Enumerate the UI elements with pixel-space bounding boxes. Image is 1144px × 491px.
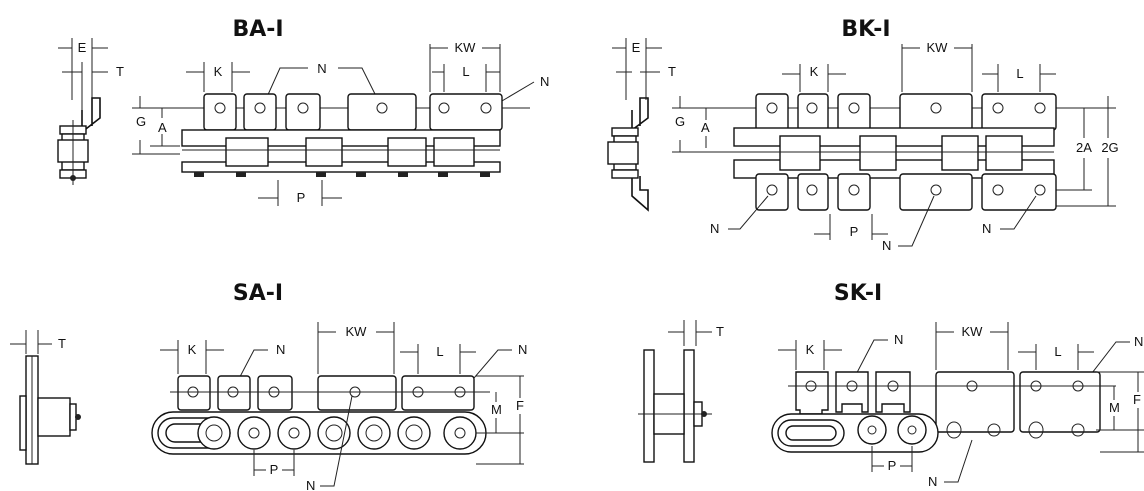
dim-label-l: L: [462, 64, 469, 79]
dim-label-a: A: [158, 120, 167, 135]
dim-label-k: K: [810, 64, 819, 79]
dim-label-f: F: [1133, 392, 1141, 407]
diagram-title-bk-1: BK-I: [841, 17, 890, 42]
dim-label-l: L: [1016, 66, 1023, 81]
dim-label-p: P: [297, 190, 306, 205]
diagram-title-sa-1: SA-I: [233, 281, 283, 306]
diagram-title-ba-1: BA-I: [232, 17, 283, 42]
dim-label-t: T: [668, 64, 676, 79]
dim-label-t: T: [58, 336, 66, 351]
ba-side-view: E T: [57, 38, 124, 185]
dim-label-kw: KW: [455, 40, 477, 55]
dim-label-a: A: [701, 120, 710, 135]
bk-front-view: K KW L G A 2A 2G: [672, 40, 1119, 253]
dim-label-k: K: [188, 342, 197, 357]
bk-side-view: E T: [607, 38, 676, 212]
dim-label-e: E: [78, 40, 87, 55]
callout-n-bottom: N: [928, 474, 937, 489]
callout-n-right: N: [518, 342, 527, 357]
dim-label-m: M: [491, 402, 502, 417]
dim-label-f: F: [516, 398, 524, 413]
dim-label-e: E: [632, 40, 641, 55]
callout-n: N: [276, 342, 285, 357]
callout-n: N: [894, 332, 903, 347]
callout-n-right: N: [982, 221, 991, 236]
dim-label-kw: KW: [346, 324, 368, 339]
dim-label-t: T: [116, 64, 124, 79]
callout-n-left: N: [710, 221, 719, 236]
dim-label-k: K: [806, 342, 815, 357]
dim-label-2g: 2G: [1101, 140, 1118, 155]
ba-front-view: K N KW L N G A: [132, 40, 549, 206]
diagram-sa-1: SA-I T K N KW L N: [10, 281, 527, 491]
callout-n: N: [317, 61, 326, 76]
callout-n-bottom: N: [306, 478, 315, 491]
dim-label-k: K: [214, 64, 223, 79]
dim-label-l: L: [436, 344, 443, 359]
dim-label-2a: 2A: [1076, 140, 1092, 155]
dim-label-l: L: [1054, 344, 1061, 359]
dim-label-g: G: [675, 114, 685, 129]
dim-label-kw: KW: [962, 324, 984, 339]
callout-n-right: N: [1134, 334, 1143, 349]
callout-n-right: N: [540, 74, 549, 89]
sk-side-view: T: [638, 320, 724, 463]
dim-label-p: P: [850, 224, 859, 239]
diagram-ba-1: BA-I E T K N: [57, 17, 549, 206]
dim-label-p: P: [888, 458, 897, 473]
diagram-bk-1: BK-I E T K KW L: [607, 17, 1119, 253]
dim-label-m: M: [1109, 400, 1120, 415]
sa-side-view: T: [10, 330, 81, 465]
dim-label-t: T: [716, 324, 724, 339]
callout-n-middle: N: [882, 238, 891, 253]
dim-label-kw: KW: [927, 40, 949, 55]
sk-front-view: K N KW L N: [771, 322, 1144, 489]
diagram-sk-1: SK-I T K N KW L N: [638, 281, 1144, 489]
dim-label-g: G: [136, 114, 146, 129]
sa-front-view: K N KW L N: [151, 322, 527, 491]
dim-label-p: P: [270, 462, 279, 477]
diagram-title-sk-1: SK-I: [834, 281, 882, 306]
